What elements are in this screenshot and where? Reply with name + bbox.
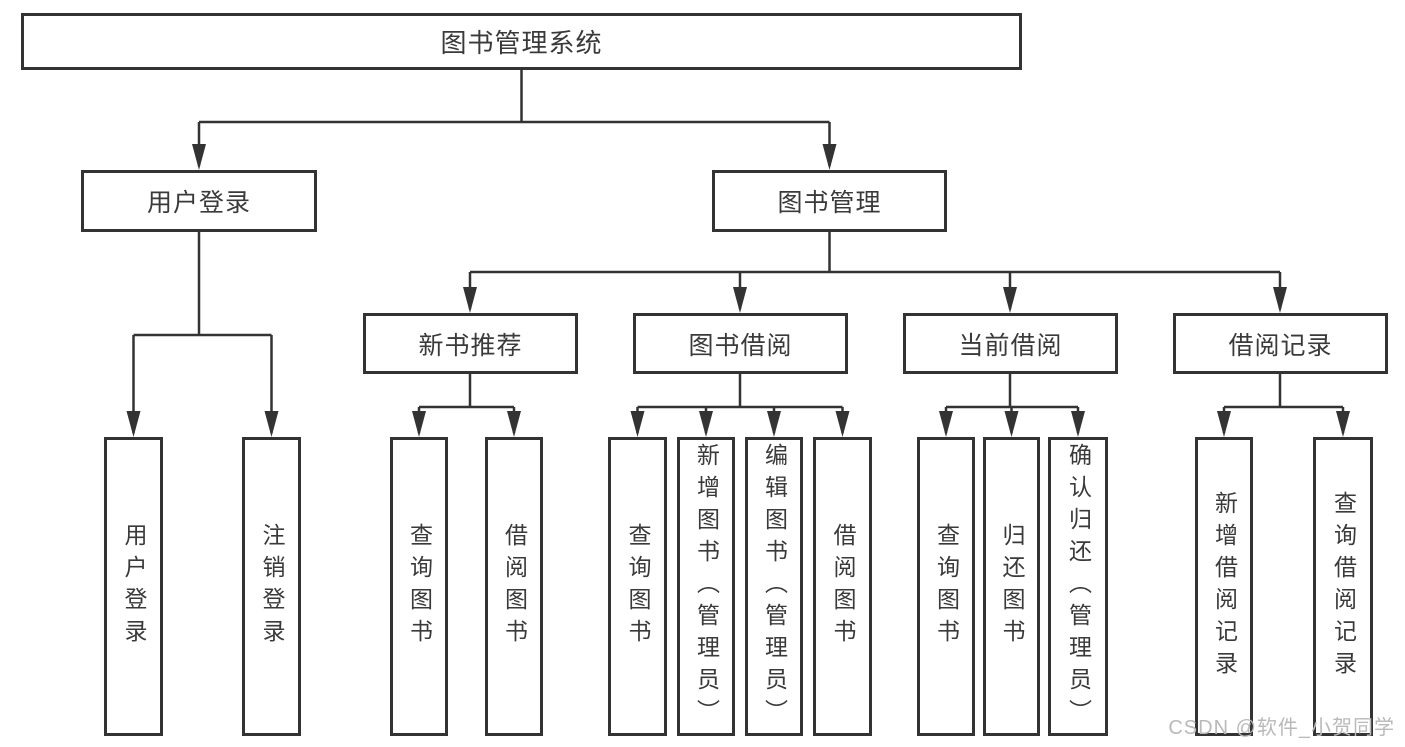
connector-records-to-leaves <box>1222 374 1345 433</box>
leaf-edit-books-admin: 编辑图书（管理员） <box>745 437 803 736</box>
leaf-add-borrow-record: 新增借阅记录 <box>1195 437 1253 736</box>
node-user-login-module: 用户登录 <box>81 170 317 232</box>
arrowhead-icons <box>126 144 1350 437</box>
leaf-query-books-recommend: 查询图书 <box>390 437 448 736</box>
node-book-management-module: 图书管理 <box>712 170 947 232</box>
leaf-logout: 注销登录 <box>242 437 301 736</box>
node-label: 确认归还（管理员） <box>1065 442 1092 731</box>
node-borrowing-records: 借阅记录 <box>1173 313 1388 374</box>
leaf-borrow-books: 借阅图书 <box>813 437 872 736</box>
node-label: 用户登录 <box>146 189 251 217</box>
node-system-root: 图书管理系统 <box>21 13 1022 70</box>
connector-userlogin-to-leaves <box>132 232 273 433</box>
node-label: 图书管理 <box>777 189 882 217</box>
node-label: 借阅图书 <box>501 522 528 651</box>
node-label: 归还图书 <box>999 522 1025 651</box>
node-label: 当前借阅 <box>958 331 1063 360</box>
connector-newbooks-to-leaves <box>417 374 516 433</box>
leaf-borrow-books-recommend: 借阅图书 <box>485 437 543 736</box>
node-label: 注销登录 <box>259 522 285 651</box>
node-label: 用户登录 <box>121 522 147 651</box>
leaf-confirm-return-admin: 确认归还（管理员） <box>1048 437 1108 736</box>
node-label: 编辑图书（管理员） <box>761 442 788 731</box>
leaf-query-books-borrow: 查询图书 <box>608 437 667 736</box>
node-current-borrowing: 当前借阅 <box>903 313 1118 374</box>
connector-bookmgmt-to-level3 <box>468 232 1282 309</box>
node-label: 借阅记录 <box>1228 331 1333 360</box>
node-label: 查询图书 <box>406 522 433 651</box>
node-label: 查询图书 <box>933 522 960 651</box>
leaf-query-books-current: 查询图书 <box>917 437 975 736</box>
connector-borrow-to-leaves <box>636 374 844 433</box>
node-label: 图书借阅 <box>688 331 793 360</box>
node-label: 查询图书 <box>625 522 651 651</box>
connector-root-to-level2 <box>197 70 831 166</box>
csdn-watermark: CSDN @软件_小贺同学 <box>1168 717 1395 739</box>
node-label: 借阅图书 <box>830 522 856 651</box>
node-new-book-recommend: 新书推荐 <box>363 313 578 374</box>
node-label: 图书管理系统 <box>440 28 603 58</box>
node-label: 新增借阅记录 <box>1211 490 1238 683</box>
node-label: 新增图书（管理员） <box>693 442 720 731</box>
leaf-return-books: 归还图书 <box>983 437 1040 736</box>
leaf-add-books-admin: 新增图书（管理员） <box>677 437 735 736</box>
leaf-user-login: 用户登录 <box>104 437 163 736</box>
leaf-query-borrow-record: 查询借阅记录 <box>1313 437 1373 736</box>
node-label: 新书推荐 <box>418 331 523 360</box>
node-label: 查询借阅记录 <box>1330 490 1357 683</box>
node-book-borrowing: 图书借阅 <box>633 313 848 374</box>
